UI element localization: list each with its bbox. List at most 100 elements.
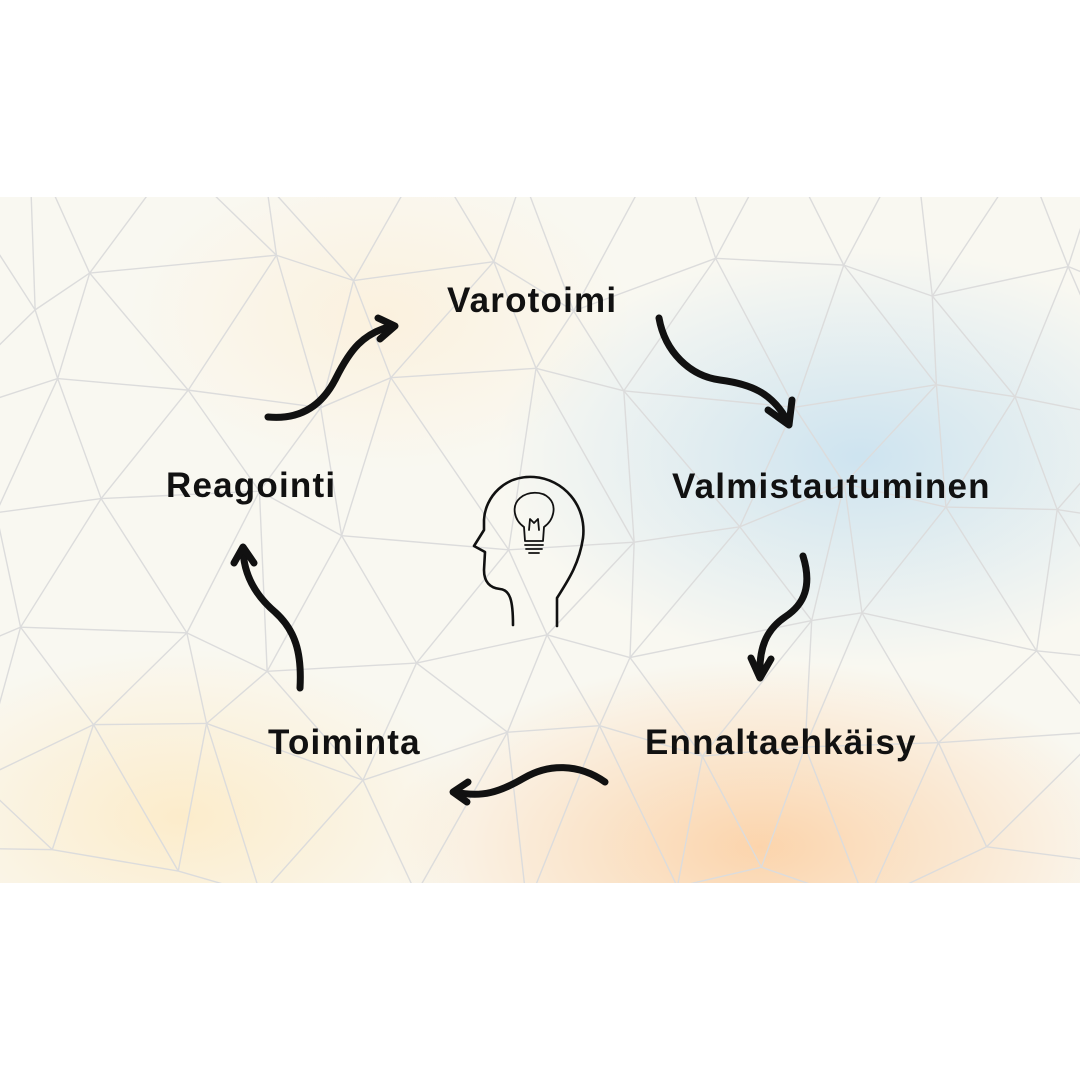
mesh-line: [340, 377, 392, 536]
mesh-line: [206, 722, 364, 781]
mesh-line: [793, 406, 845, 485]
mesh-line: [535, 725, 601, 883]
mesh-line: [535, 310, 575, 369]
mesh-line: [493, 261, 574, 312]
mesh-line: [390, 261, 495, 379]
mesh-line: [715, 197, 750, 259]
mesh-line: [341, 535, 418, 664]
mesh-line: [739, 483, 845, 528]
mesh-line: [506, 732, 526, 883]
mesh-line: [623, 390, 635, 543]
mesh-line: [546, 634, 601, 726]
mesh-line: [187, 389, 261, 492]
mesh-line: [258, 491, 268, 672]
step-label-valmistautuminen: Valmistautuminen: [672, 467, 991, 506]
curved-arrow-icon: [264, 314, 399, 421]
mesh-line: [390, 367, 537, 379]
mesh-line: [100, 498, 188, 634]
mesh-line: [760, 746, 806, 868]
mesh-line: [715, 257, 844, 266]
mesh-line: [353, 260, 494, 282]
mesh-line: [694, 197, 717, 259]
mesh-line: [598, 657, 631, 726]
mesh-line: [19, 498, 102, 628]
mesh-line: [843, 264, 937, 386]
mesh-line: [20, 626, 187, 634]
mesh-line: [508, 549, 548, 636]
step-label-ennaltaehkaisy: Ennaltaehkäisy: [645, 723, 917, 762]
mesh-line: [56, 378, 102, 499]
mesh-line: [186, 632, 268, 672]
mesh-line: [1014, 396, 1058, 510]
mesh-line: [320, 407, 343, 536]
mesh-line: [861, 612, 1037, 652]
mesh-line: [93, 722, 207, 726]
mesh-line: [1067, 227, 1080, 267]
mesh-line: [89, 197, 147, 274]
mesh-line: [0, 378, 59, 506]
mesh-line: [454, 197, 495, 263]
mesh-line: [804, 746, 859, 883]
mesh-line: [178, 870, 223, 883]
mesh-line: [535, 367, 635, 543]
mesh-line: [266, 670, 364, 781]
mesh-line: [937, 650, 1038, 744]
mesh-line: [186, 632, 208, 724]
mesh-line: [54, 197, 91, 274]
mesh-line: [629, 619, 812, 659]
mesh-line: [702, 746, 806, 757]
mesh-line: [936, 384, 1016, 398]
mesh-line: [275, 255, 322, 408]
mesh-line: [908, 846, 987, 883]
mesh-line: [101, 490, 260, 500]
mesh-line: [0, 626, 21, 637]
mesh-line: [267, 662, 417, 673]
mesh-line: [861, 506, 947, 614]
mesh-line: [938, 732, 1080, 744]
mesh-line: [935, 384, 947, 508]
mesh-line: [259, 490, 342, 537]
mesh-line: [416, 662, 508, 733]
mesh-line: [931, 295, 1016, 398]
mesh-line: [623, 257, 717, 392]
mesh-line: [493, 197, 517, 262]
mesh-line: [843, 483, 863, 613]
mesh-line: [1014, 266, 1069, 397]
mesh-line: [623, 390, 795, 408]
mesh-line: [861, 612, 940, 744]
mesh-line: [0, 848, 53, 851]
mesh-line: [937, 742, 988, 848]
mesh-line: [945, 506, 1038, 652]
mesh-line: [804, 620, 813, 747]
mesh-line: [811, 483, 846, 621]
mesh-line: [0, 309, 36, 346]
mesh-line: [0, 377, 58, 399]
mesh-line: [529, 197, 575, 312]
lightbulb-icon: [513, 491, 555, 554]
mesh-line: [506, 634, 548, 733]
mesh-line: [507, 368, 537, 550]
mesh-line: [811, 612, 863, 622]
mesh-line: [34, 309, 59, 379]
mesh-line: [1036, 650, 1080, 705]
mesh-line: [1014, 396, 1080, 411]
mesh-line: [920, 197, 933, 297]
curved-arrow-icon: [747, 552, 811, 682]
mesh-line: [986, 753, 1080, 848]
mesh-line: [266, 535, 343, 672]
mesh-line: [1035, 509, 1058, 651]
mesh-line: [188, 389, 321, 409]
mesh-line: [761, 866, 809, 883]
mesh-line: [0, 254, 36, 311]
mesh-line: [205, 723, 258, 883]
mesh-line: [546, 541, 635, 636]
mesh-line: [19, 626, 95, 726]
mesh-line: [186, 490, 261, 634]
mesh-line: [493, 261, 537, 369]
mesh-line: [267, 197, 278, 256]
mesh-line: [843, 197, 881, 266]
background-panel: [0, 197, 1080, 883]
mesh-line: [0, 527, 22, 628]
